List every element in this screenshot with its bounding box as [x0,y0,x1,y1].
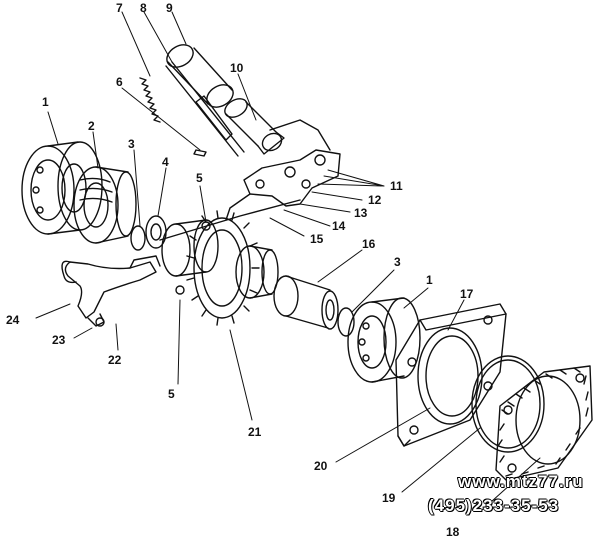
callout-18: 18 [446,525,460,539]
callout-1-left: 1 [42,95,49,109]
callout-5-bottom: 5 [168,387,175,401]
washer-right [337,307,355,337]
shift-fork [61,255,161,327]
gasket [495,365,593,481]
o-ring [471,355,545,453]
callout-4: 4 [162,155,169,169]
callout-1-right: 1 [426,273,433,287]
callout-24: 24 [6,313,20,327]
washer-small [130,225,146,251]
gear-shaft-assembly [159,199,301,326]
callout-9: 9 [166,1,173,15]
rod [165,61,245,157]
callout-15: 15 [310,232,324,246]
callout-16: 16 [362,237,376,251]
watermark-site: www.mtz77.ru [458,472,584,491]
callout-8: 8 [140,1,147,15]
leader-lines [35,11,541,511]
callout-11: 11 [390,179,403,193]
callout-3-right: 3 [394,255,401,269]
callout-13: 13 [354,206,368,220]
collar-ring [73,166,137,244]
sleeve-tube [166,44,234,108]
plunger [224,98,285,155]
callout-6: 6 [116,75,123,89]
callout-17: 17 [460,287,474,301]
callout-12: 12 [368,193,382,207]
callout-3-left: 3 [128,137,135,151]
callout-23: 23 [52,333,66,347]
watermark-phone: (495)233-35-53 [428,496,560,515]
pin-small [193,149,207,157]
callout-19: 19 [382,491,396,505]
callout-21: 21 [248,425,262,439]
callout-10: 10 [230,61,244,75]
lever-bracket [225,119,341,221]
callout-7: 7 [116,1,123,15]
bearing-right [347,297,421,383]
shaft-sleeve [273,275,339,330]
callout-14: 14 [332,219,346,233]
spring [139,77,161,123]
callout-5-top: 5 [196,171,203,185]
callout-22: 22 [108,353,122,367]
callout-20: 20 [314,459,328,473]
callout-2: 2 [88,119,95,133]
o-ring-inner [475,359,541,449]
